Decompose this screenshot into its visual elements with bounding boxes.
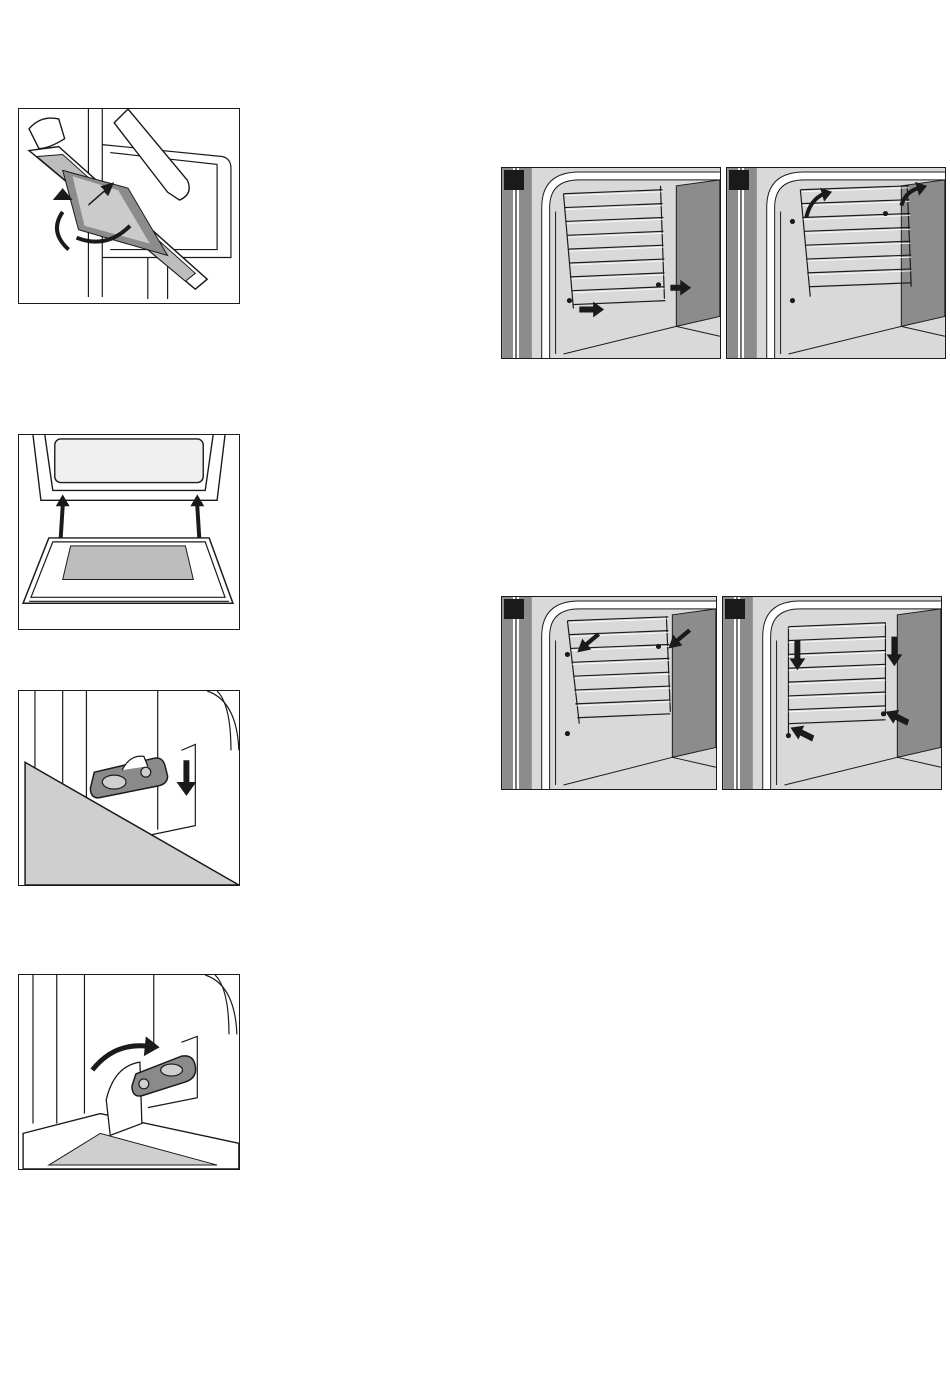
door-glass-illustration xyxy=(19,435,239,629)
rack-remove-step-1 xyxy=(501,167,721,359)
step-marker xyxy=(729,170,749,190)
rack-lower-illustration xyxy=(723,597,941,789)
figure-door-removal xyxy=(18,108,240,304)
rack-removal-sequence xyxy=(501,167,946,359)
step-marker xyxy=(725,599,745,619)
hinge-lock-illustration xyxy=(19,691,239,885)
rack-fit-step-2 xyxy=(722,596,942,790)
figure-hinge-lever-fold xyxy=(18,974,240,1170)
step-marker xyxy=(504,170,524,190)
rack-pull-illustration xyxy=(502,168,720,358)
figure-door-glass-removal xyxy=(18,434,240,630)
rack-fitting-sequence xyxy=(501,596,942,790)
rack-remove-step-2 xyxy=(726,167,946,359)
step-marker xyxy=(504,599,524,619)
rack-insert-illustration xyxy=(502,597,716,789)
hinge-lever-illustration xyxy=(19,975,239,1169)
rack-lift-illustration xyxy=(727,168,945,358)
rack-fit-step-1 xyxy=(501,596,717,790)
figure-hinge-lock-down xyxy=(18,690,240,886)
door-lift-illustration xyxy=(19,109,239,303)
